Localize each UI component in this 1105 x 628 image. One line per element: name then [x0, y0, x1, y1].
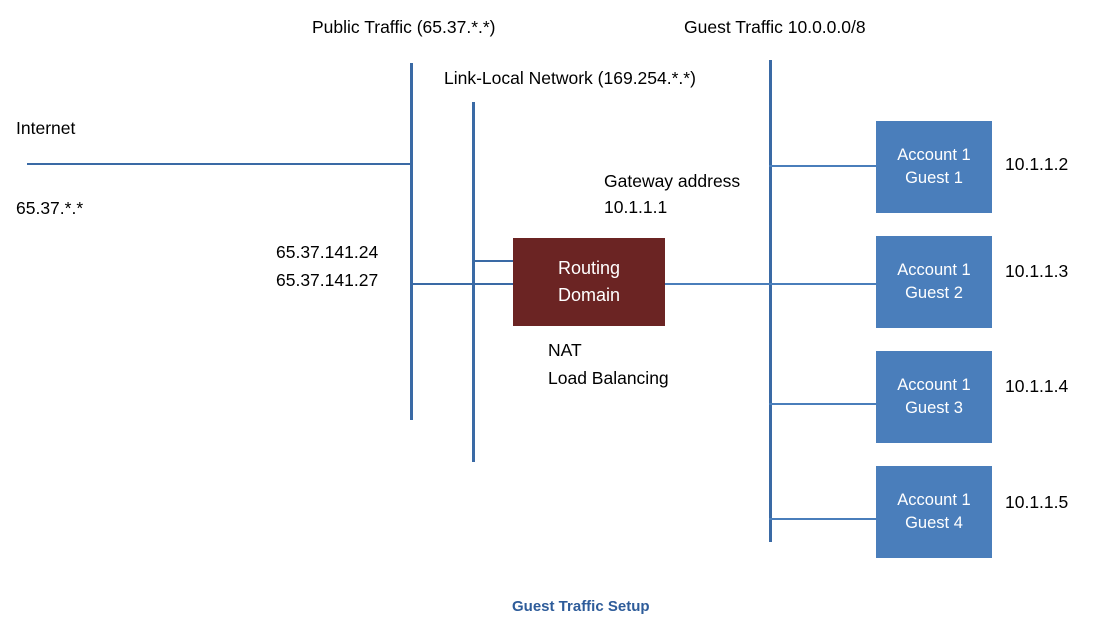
guest-node-2-name: Guest 2 — [905, 284, 963, 302]
diagram-caption: Guest Traffic Setup — [512, 598, 650, 615]
gateway-address-title: Gateway address — [604, 171, 741, 191]
guest-traffic-header: Guest Traffic 10.0.0.0/8 — [684, 17, 866, 37]
guest-node-1-name: Guest 1 — [905, 169, 963, 187]
routing-domain-label-line1: Routing — [557, 258, 621, 278]
guest-node-4[interactable]: Account 1 Guest 4 — [876, 466, 992, 558]
guest-branch-line-1 — [769, 165, 876, 167]
link-local-trunk-line — [472, 102, 475, 462]
internet-link-line — [27, 163, 412, 165]
public-to-router-line — [410, 283, 515, 285]
public-traffic-trunk-line — [410, 63, 413, 420]
public-ip-label-2: 65.37.141.27 — [276, 270, 379, 290]
guest-node-3-name: Guest 3 — [905, 399, 963, 417]
guest-ip-label-3: 10.1.1.4 — [1005, 376, 1069, 396]
guest-branch-line-4 — [769, 518, 876, 520]
guest-node-4-name: Guest 4 — [905, 514, 963, 532]
public-ip-label-1: 65.37.141.24 — [276, 242, 379, 262]
internet-label: Internet — [16, 118, 76, 138]
guest-node-2[interactable]: Account 1 Guest 2 — [876, 236, 992, 328]
internet-range-label: 65.37.*.* — [16, 198, 84, 218]
guest-node-4-account: Account 1 — [897, 491, 971, 509]
public-traffic-header: Public Traffic (65.37.*.*) — [312, 17, 496, 37]
guest-branch-line-3 — [769, 403, 876, 405]
guest-ip-label-4: 10.1.1.5 — [1005, 492, 1069, 512]
link-local-network-header: Link-Local Network (169.254.*.*) — [444, 68, 696, 88]
guest-ip-label-2: 10.1.1.3 — [1005, 261, 1069, 281]
guest-traffic-trunk-line — [769, 60, 772, 542]
guest-node-1-account: Account 1 — [897, 146, 971, 164]
routing-domain-node[interactable]: Routing Domain — [513, 238, 665, 326]
routing-domain-label-line2: Domain — [557, 285, 621, 305]
link-local-to-router-line — [472, 260, 515, 262]
guest-ip-label-1: 10.1.1.2 — [1005, 154, 1069, 174]
guest-node-3-account: Account 1 — [897, 376, 971, 394]
guest-node-2-account: Account 1 — [897, 261, 971, 279]
router-to-guest-trunk-line — [665, 283, 876, 285]
guest-node-3[interactable]: Account 1 Guest 3 — [876, 351, 992, 443]
gateway-address-ip: 10.1.1.1 — [604, 197, 668, 217]
guest-node-1[interactable]: Account 1 Guest 1 — [876, 121, 992, 213]
nat-label: NAT — [548, 340, 582, 360]
load-balancing-label: Load Balancing — [548, 368, 669, 388]
